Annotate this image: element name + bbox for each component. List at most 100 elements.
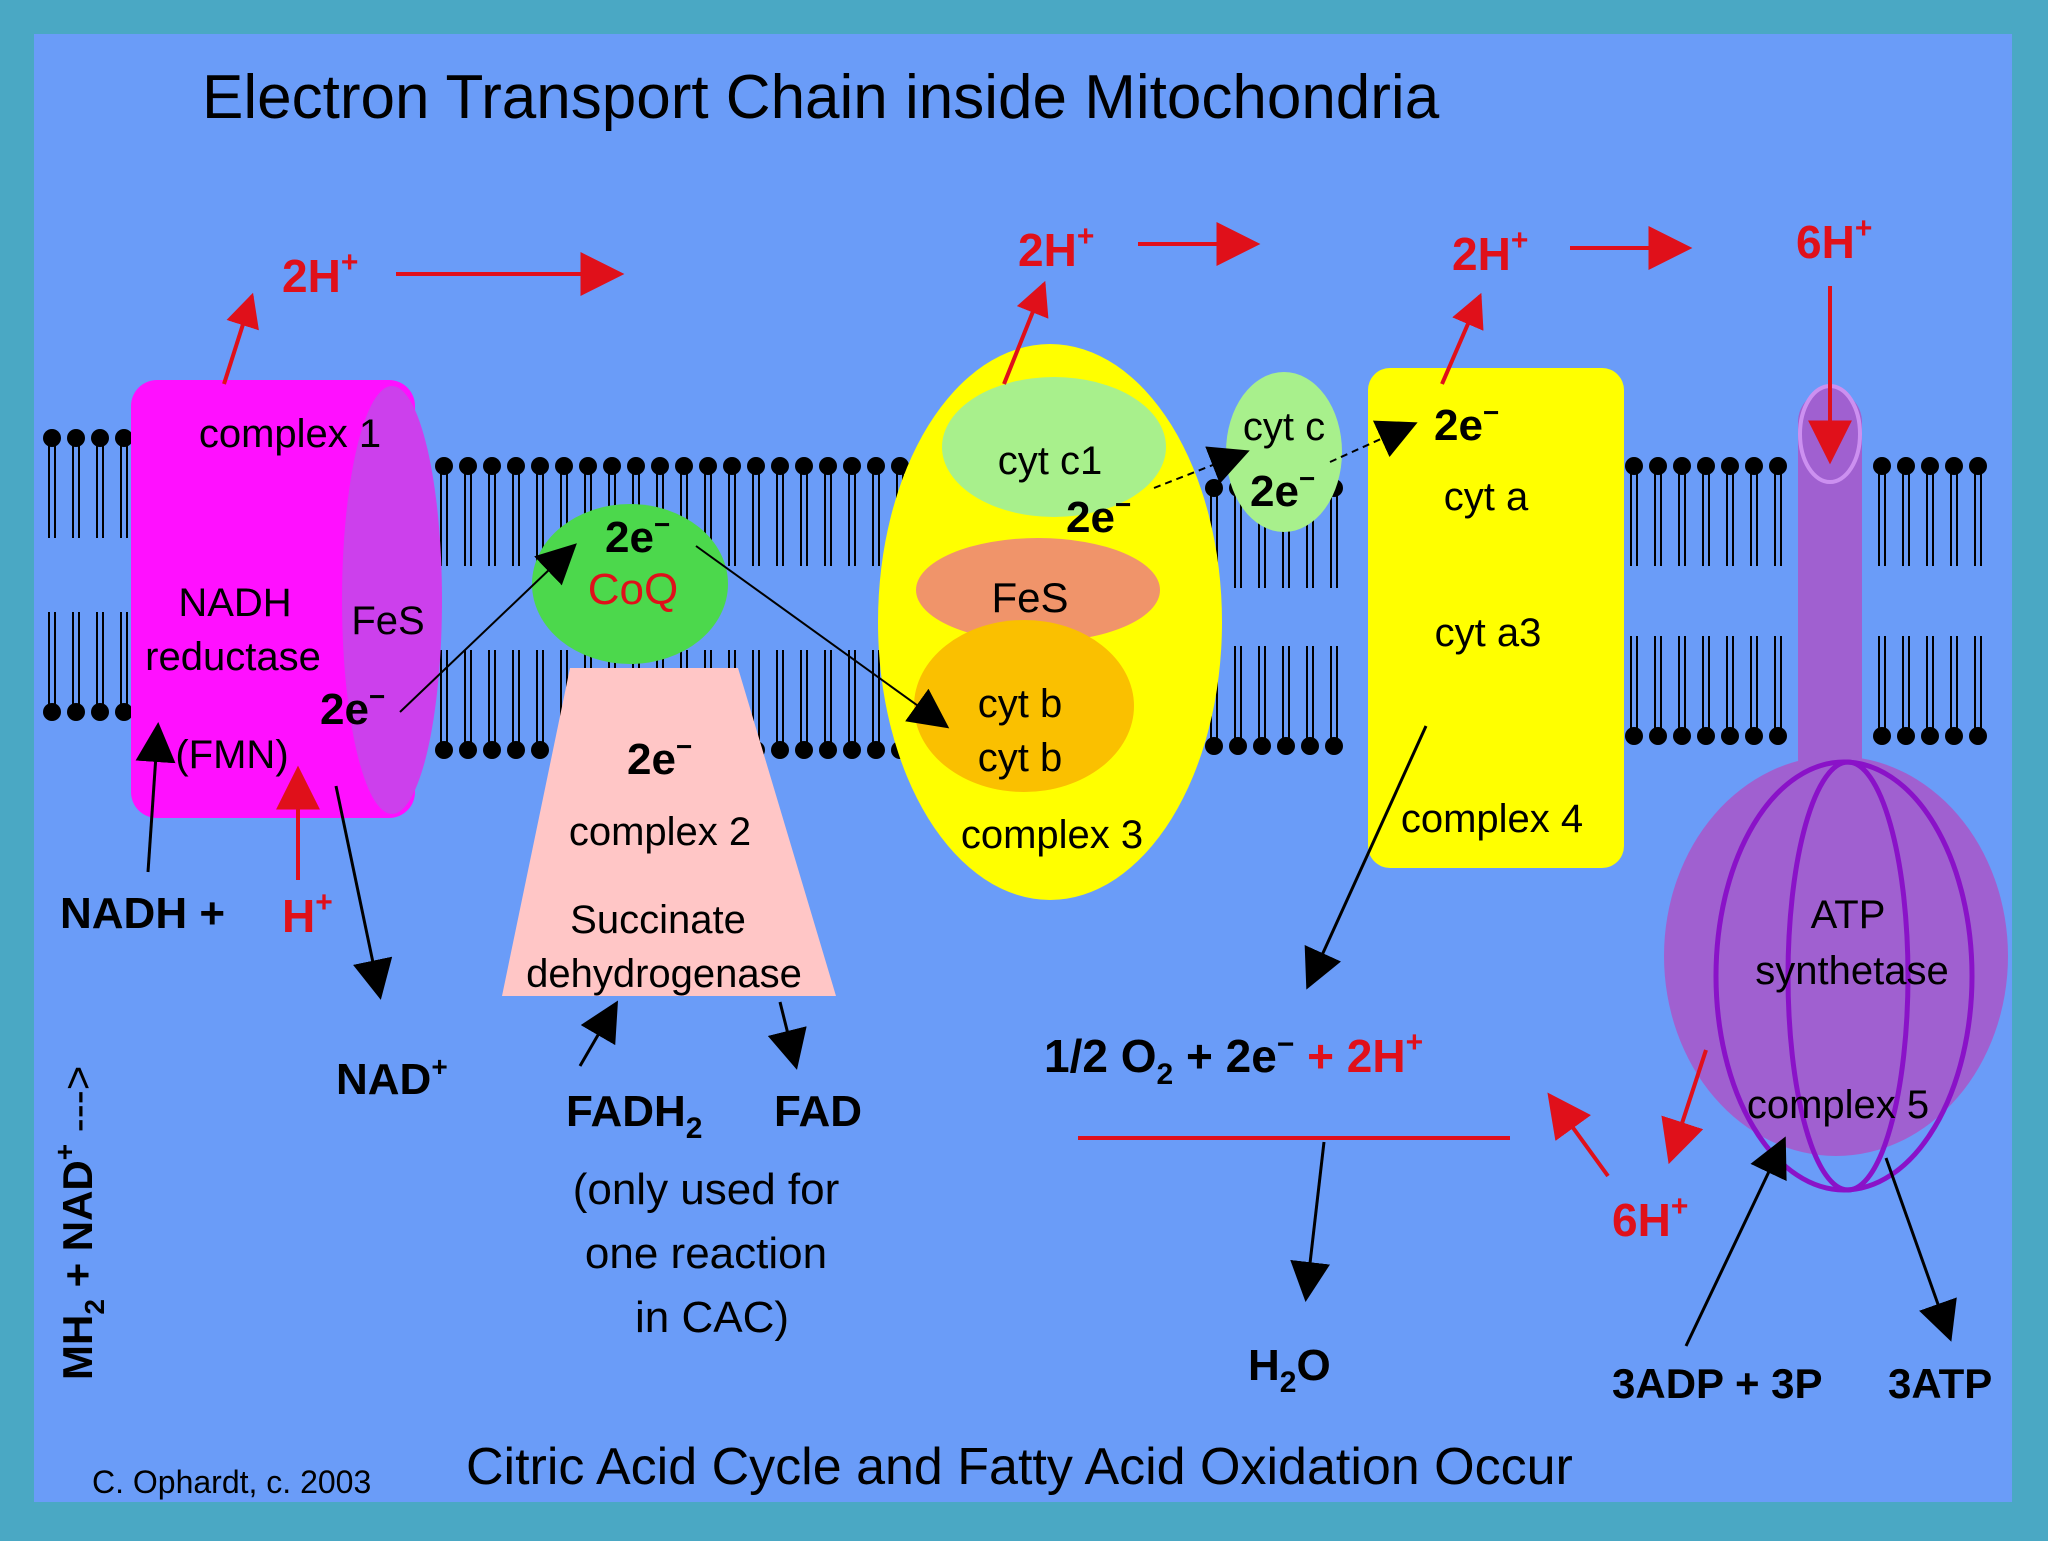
proton-label-complex-5-top: 6H+	[1796, 212, 1872, 268]
arrow-atp-out	[1884, 1157, 1957, 1342]
complex-5-stalk	[1798, 390, 1862, 790]
arrow-adp-in	[1684, 1136, 1787, 1347]
coq-label: CoQ	[588, 565, 678, 614]
phospholipid	[483, 741, 501, 759]
coq: 2e− CoQ	[532, 504, 728, 664]
phospholipid	[1921, 727, 1939, 745]
arrow-fadh2-in	[578, 1000, 619, 1067]
proton-arrow-c1-up	[222, 292, 259, 385]
cyt-b-ellipse	[914, 620, 1134, 792]
complex-1-reductase-label: reductase	[145, 635, 321, 679]
coq-ellipse	[532, 504, 728, 664]
complex-2-electron-label: 2e−	[627, 731, 692, 784]
phospholipid	[723, 457, 741, 475]
complex-5-synthetase-label: synthetase	[1755, 949, 1948, 993]
phospholipid	[555, 457, 573, 475]
proton-label-complex-4: 2H+	[1452, 224, 1528, 280]
complex-5-ring-inner	[1785, 759, 1911, 1193]
phospholipid	[891, 457, 909, 475]
phospholipid	[91, 703, 109, 721]
complex-1-fes-cylinder	[342, 386, 442, 814]
phospholipid	[1625, 727, 1643, 745]
phospholipid	[771, 741, 789, 759]
side-label: MH2 + NAD+ --->	[49, 1066, 110, 1380]
atp-label: 3ATP	[1888, 1360, 1992, 1407]
phospholipid	[43, 429, 61, 447]
arrow-cyt-c1-to-cyt-c	[1153, 446, 1250, 489]
footer-caption: Citric Acid Cycle and Fatty Acid Oxidati…	[466, 1438, 1573, 1496]
phospholipid	[67, 429, 85, 447]
proton-arrow-c3-up	[1002, 280, 1049, 385]
phospholipid	[1649, 457, 1667, 475]
complex-4-body	[1368, 368, 1624, 868]
cyt-c1-ellipse	[942, 377, 1166, 517]
phospholipid	[651, 457, 669, 475]
phospholipid	[1873, 457, 1891, 475]
phospholipid	[843, 741, 861, 759]
fad-label: FAD	[774, 1087, 862, 1136]
fadh2-label: FADH2	[566, 1087, 702, 1145]
phospholipid	[435, 457, 453, 475]
phospholipid	[507, 741, 525, 759]
complex-2-note-line-3: in CAC)	[635, 1293, 789, 1342]
cyt-c-label: cyt c	[1243, 405, 1325, 449]
phospholipid	[1769, 727, 1787, 745]
complex-4-name: complex 4	[1401, 797, 1583, 841]
phospholipid	[1205, 737, 1223, 755]
water-label: H2O	[1248, 1341, 1331, 1399]
phospholipid	[1205, 479, 1223, 497]
arrow-oxygen-to-water	[1290, 1141, 1330, 1302]
phospholipid	[531, 457, 549, 475]
phospholipid	[867, 741, 885, 759]
complex-3-fes-ellipse	[916, 538, 1160, 642]
phospholipid	[603, 457, 621, 475]
phospholipid	[819, 741, 837, 759]
phospholipid	[1649, 727, 1667, 745]
phospholipid	[115, 429, 133, 447]
phospholipid	[115, 703, 133, 721]
arrow-cyt-c-to-complex4	[1329, 420, 1418, 463]
complex-1-electron-label: 2e−	[320, 681, 385, 734]
phospholipid	[1945, 727, 1963, 745]
phospholipid	[43, 703, 61, 721]
phospholipid	[1697, 727, 1715, 745]
phospholipid	[483, 457, 501, 475]
arrow-complex1-to-nad	[334, 785, 393, 1000]
phospholipid	[459, 457, 477, 475]
complex-1-body	[131, 380, 415, 818]
phospholipid	[795, 741, 813, 759]
complex-1-name: complex 1	[199, 412, 381, 456]
phospholipid	[819, 457, 837, 475]
phospholipid	[1697, 457, 1715, 475]
complex-5-name: complex 5	[1747, 1083, 1929, 1127]
complex-1: complex 1 NADH reductase (FMN) FeS 2e−	[131, 380, 442, 818]
phospholipid	[1969, 727, 1987, 745]
coq-electron-label: 2e−	[605, 509, 670, 562]
complex-2-dehydrogenase-label: dehydrogenase	[526, 952, 802, 996]
proton-arrow-oxygen	[1547, 1092, 1610, 1178]
phospholipid	[1721, 457, 1739, 475]
phospholipid	[435, 741, 453, 759]
phospholipid	[747, 457, 765, 475]
complex-2-succinate-label: Succinate	[570, 898, 746, 942]
complex-3-fes-label: FeS	[991, 574, 1068, 621]
cyt-a-label: cyt a	[1444, 475, 1529, 519]
nad-plus-label: NAD+	[336, 1051, 448, 1104]
phospholipid	[1673, 727, 1691, 745]
diagram-title: Electron Transport Chain inside Mitochon…	[202, 63, 1440, 132]
oxygen-equation: 1/2 O2 + 2e− + 2H+	[1044, 1026, 1423, 1091]
cyt-c: cyt c 2e−	[1226, 372, 1342, 532]
complex-2-name: complex 2	[569, 810, 751, 854]
phospholipid	[579, 457, 597, 475]
proton-arrow-c5-in	[1661, 1049, 1708, 1165]
proton-label-complex-1: 2H+	[282, 246, 358, 302]
cyt-a3-label: cyt a3	[1435, 611, 1542, 655]
phospholipid	[507, 457, 525, 475]
phospholipid	[1745, 457, 1763, 475]
complex-4: 2e− cyt a cyt a3 complex 4	[1368, 368, 1624, 868]
cyt-c1-label: cyt c1	[998, 439, 1102, 483]
phospholipid	[91, 429, 109, 447]
phospholipid	[795, 457, 813, 475]
phospholipid	[1969, 457, 1987, 475]
